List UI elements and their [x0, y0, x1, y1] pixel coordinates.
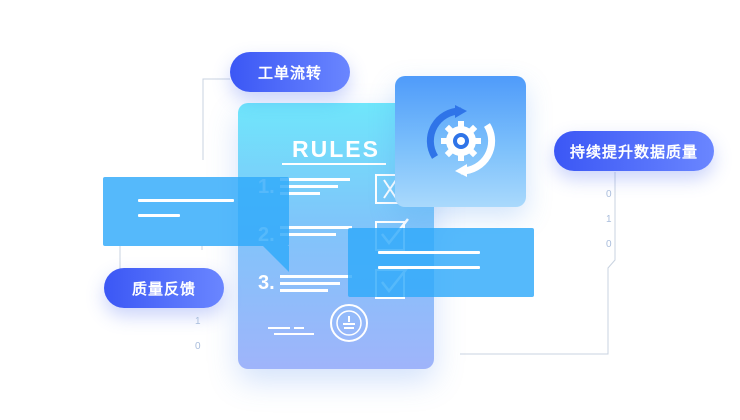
- overlay-bar-left: [103, 177, 289, 246]
- workflow-pill: 工单流转: [230, 52, 350, 92]
- rules-title: RULES: [292, 136, 380, 162]
- binary-digit: 0: [606, 189, 612, 200]
- binary-digit: 1: [195, 316, 201, 327]
- rules-document-lines: [268, 178, 352, 335]
- overlay-bar-left-line: [138, 199, 234, 202]
- refresh-gear-icon: [426, 105, 496, 177]
- rule-number-3: 3.: [258, 272, 275, 294]
- overlay-bar-right: [348, 228, 534, 297]
- overlay-bar-right-line: [378, 251, 480, 254]
- feedback-pill: 质量反馈: [104, 268, 224, 308]
- overlay-bar-right-line: [378, 266, 480, 269]
- overlay-bar-left-pointer: [263, 246, 289, 272]
- seal-stamp-icon: [330, 304, 368, 342]
- overlay-bar-left-line: [138, 214, 180, 217]
- binary-digit: 1: [606, 214, 612, 225]
- rules-title-underline: [282, 163, 386, 165]
- binary-digit: 0: [606, 239, 612, 250]
- continuous-quality-pill: 持续提升数据质量: [554, 131, 714, 171]
- binary-digit: 0: [195, 341, 201, 352]
